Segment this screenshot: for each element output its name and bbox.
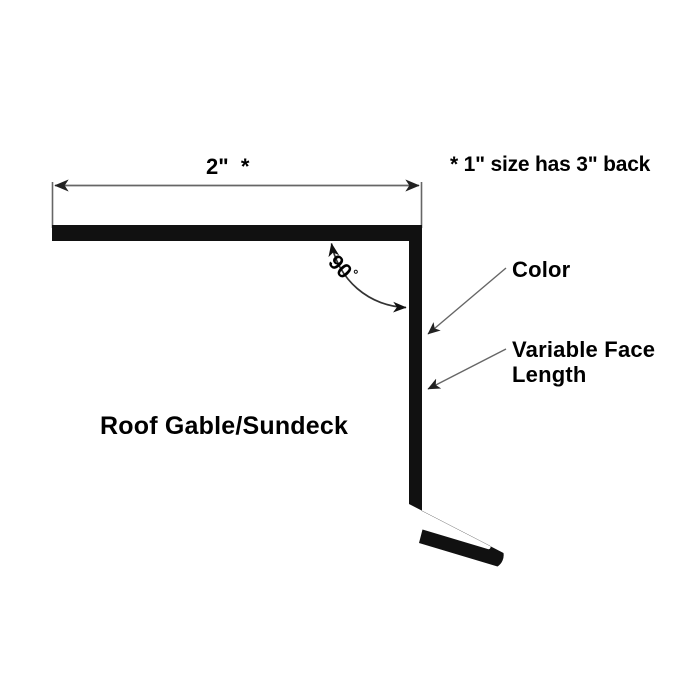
callout-face-length-line1: Variable Face — [512, 337, 656, 362]
dimension-label-top-flange: 2" * — [206, 154, 250, 179]
callout-label-color: Color — [512, 257, 571, 282]
angle-arc-90 — [328, 242, 407, 313]
leader-line-color — [427, 267, 507, 335]
footnote-text: * 1" size has 3" back — [450, 153, 651, 176]
metal-profile-shape — [52, 225, 504, 567]
leader-line-face-length — [427, 348, 507, 390]
callout-face-length-line2: Length — [512, 361, 587, 387]
product-title-caption: Roof Gable/Sundeck — [100, 412, 349, 440]
